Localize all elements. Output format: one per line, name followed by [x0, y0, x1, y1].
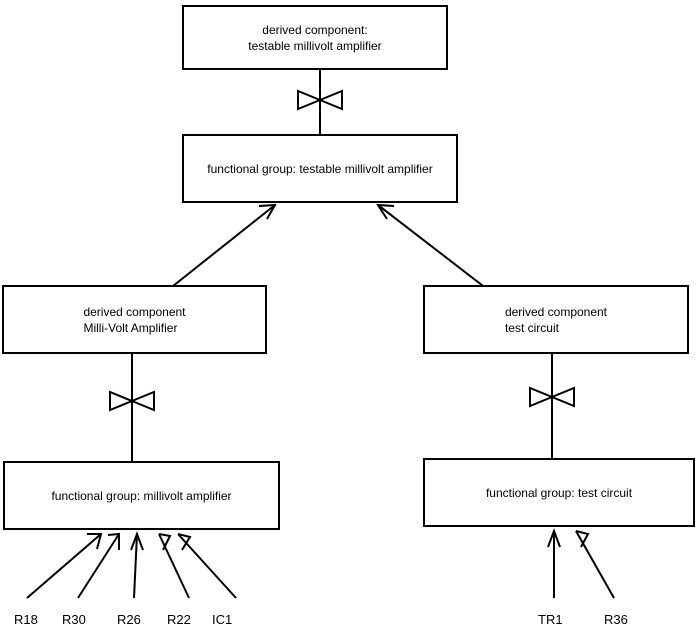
- arrow-lines: [26, 203, 615, 599]
- leaf-label-r26: R26: [117, 612, 141, 627]
- node-label: derived component Milli-Volt Amplifier: [83, 304, 186, 335]
- arrow-r30-shaft: [77, 533, 120, 599]
- node-fg-testable-millivolt-amplifier[interactable]: functional group: testable millivolt amp…: [182, 134, 458, 203]
- node-derived-milli-volt-amplifier[interactable]: derived component Milli-Volt Amplifier: [2, 285, 267, 354]
- leaf-label-r18: R18: [14, 612, 38, 627]
- arrow-tr1-head: [547, 528, 561, 548]
- node-derived-test-circuit[interactable]: derived component test circuit: [423, 285, 689, 354]
- node-label: derived component test circuit: [504, 304, 608, 335]
- arrow-milli-volt-to-fg-testable-head: [258, 203, 277, 220]
- arrow-r30-head: [107, 532, 120, 550]
- node-label: functional group: testable millivolt amp…: [207, 161, 433, 176]
- arrow-r36-head: [575, 530, 590, 548]
- leaf-label-ic1: IC1: [212, 612, 233, 627]
- arrow-r26-shaft: [133, 533, 138, 599]
- node-fg-millivolt-amplifier[interactable]: functional group: millivolt amplifier: [3, 461, 280, 530]
- arrow-r22-head: [158, 533, 172, 551]
- bowtie-right-triangle: [129, 390, 155, 412]
- arrow-r36-shaft: [575, 530, 615, 599]
- arrow-r18-head: [87, 533, 103, 550]
- bowtie-left-triangle: [529, 386, 555, 408]
- leaf-label-r30: R30: [62, 612, 86, 627]
- node-fg-test-circuit[interactable]: functional group: test circuit: [423, 458, 695, 527]
- bowtie-left-triangle: [297, 89, 323, 111]
- leaf-label-r36: R36: [604, 612, 628, 627]
- leaf-label-tr1: TR1: [538, 612, 563, 627]
- bowtie-realization-symbol-top: [297, 89, 343, 111]
- bowtie-right-triangle: [317, 89, 343, 111]
- arrow-r22-shaft: [158, 533, 190, 599]
- node-label: derived component: testable millivolt am…: [248, 22, 382, 53]
- bowtie-left-triangle: [109, 390, 135, 412]
- arrow-test-circuit-to-fg-testable-shaft: [377, 204, 488, 290]
- bowtie-realization-symbol-left: [109, 390, 155, 412]
- arrow-milli-volt-to-fg-testable-shaft: [167, 204, 276, 291]
- arrow-r26-head: [130, 531, 144, 551]
- bowtie-realization-symbol-right: [529, 386, 575, 408]
- bowtie-right-triangle: [549, 386, 575, 408]
- arrow-ic1-shaft: [177, 533, 237, 599]
- node-derived-testable-millivolt-amplifier[interactable]: derived component: testable millivolt am…: [182, 5, 448, 70]
- arrow-ic1-head: [177, 533, 192, 551]
- node-label: functional group: millivolt amplifier: [51, 488, 232, 503]
- vertical-connector-lines: [131, 70, 553, 461]
- arrow-r18-shaft: [26, 533, 102, 599]
- arrow-test-circuit-to-fg-testable-head: [376, 203, 395, 220]
- node-label: functional group: test circuit: [485, 485, 633, 500]
- leaf-label-r22: R22: [167, 612, 191, 627]
